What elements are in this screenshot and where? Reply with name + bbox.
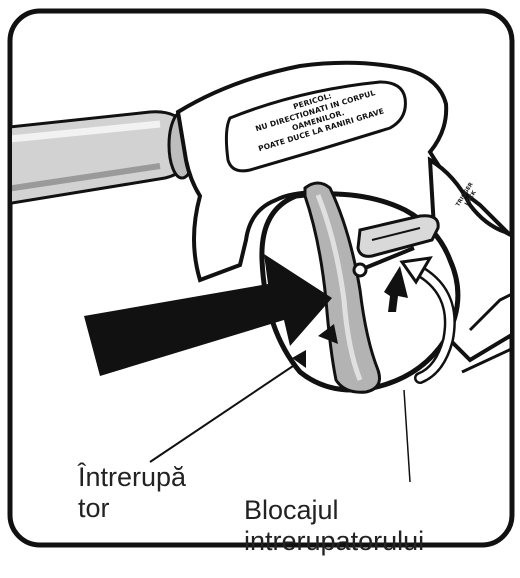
- trigger-callout-line-2: tor: [78, 493, 186, 524]
- trigger-callout-line-1: Întrerupă: [78, 462, 186, 493]
- trigger-lock-callout-label: Blocajul intrerupatorului: [244, 495, 424, 557]
- lock-callout-line-2: intrerupatorului: [244, 526, 424, 557]
- trigger-callout-label: Întrerupă tor: [78, 462, 186, 524]
- lock-callout-line-1: Blocajul: [244, 495, 424, 526]
